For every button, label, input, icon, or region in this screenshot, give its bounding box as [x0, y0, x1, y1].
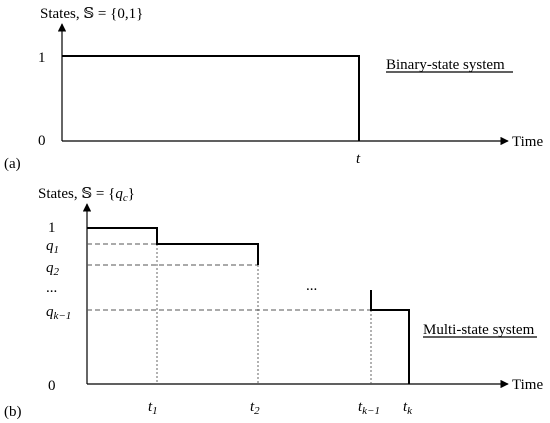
panel-a-x-axis-label: Time [512, 134, 543, 150]
panel-a-y-title-prefix: States, [40, 6, 83, 22]
panel-b-y-tick-q1-sub: 1 [54, 244, 60, 256]
panel-a-x-tick-t: t [356, 151, 361, 167]
panel-b-y-title-q: q [115, 186, 123, 202]
panel-b-x-tick-t2: t2 [250, 399, 260, 417]
panel-a-y-title-set: 𝕊 = {0,1} [83, 6, 143, 22]
panel-b-y-tick-q1-main: q [46, 238, 54, 254]
panel-b-y-tick-q2: q2 [46, 260, 60, 278]
panel-b-y-tick-1: 1 [48, 220, 56, 236]
panel-b-y-axis-title: States, 𝕊 = {qc} [38, 186, 135, 204]
panel-b-x-tick-tk1-sub: k−1 [362, 405, 380, 417]
panel-b-x-tick-tk-main: t [403, 399, 408, 415]
panel-b-x-tick-t2-main: t [250, 399, 255, 415]
panel-b-y-title-close: } [128, 186, 135, 202]
panel-b-y-title-prefix: States, [38, 186, 81, 202]
panel-b-x-tick-tk1: tk−1 [358, 399, 380, 417]
panel-b-x-tick-tk1-main: t [358, 399, 363, 415]
panel-b-x-tick-t1: t1 [148, 399, 158, 417]
panel-a-tag: (a) [4, 156, 21, 172]
panel-a-y-axis-title: States, 𝕊 = {0,1} [40, 6, 143, 22]
panel-b: States, 𝕊 = {qc} 1 q1 q2 ... qk−1 0 ... … [4, 186, 543, 420]
panel-b-x-tick-tk-sub: k [407, 405, 413, 417]
panel-b-y-tick-q2-sub: 2 [54, 266, 60, 278]
panel-b-system-label: Multi-state system [423, 322, 535, 338]
panel-b-y-tick-q2-main: q [46, 260, 54, 276]
panel-b-y-tick-ellipsis: ... [46, 280, 57, 296]
panel-b-state-step-upper [87, 227, 259, 265]
panel-a: States, 𝕊 = {0,1} 1 0 t Time Binary-stat… [4, 6, 543, 172]
panel-b-y-tick-qk1-main: q [46, 304, 54, 320]
panel-b-middle-ellipsis: ... [306, 278, 317, 294]
panel-b-y-tick-0: 0 [48, 378, 56, 394]
panel-b-y-tick-q1: q1 [46, 238, 59, 256]
panel-b-y-title-set: 𝕊 = { [81, 186, 115, 202]
panel-b-tag: (b) [4, 404, 22, 420]
panel-a-y-tick-1: 1 [38, 50, 46, 66]
panel-b-x-tick-t1-main: t [148, 399, 153, 415]
panel-b-y-tick-qk1-sub: k−1 [54, 310, 72, 322]
panel-b-x-tick-tk: tk [403, 399, 413, 417]
panel-b-x-axis-label: Time [512, 377, 543, 393]
panel-a-y-tick-0: 0 [38, 133, 46, 149]
panel-a-system-label: Binary-state system [386, 57, 505, 73]
panel-b-x-tick-t2-sub: 2 [254, 405, 260, 417]
panel-b-y-tick-qk1: qk−1 [46, 304, 71, 322]
panel-b-x-tick-t1-sub: 1 [152, 405, 158, 417]
panel-b-state-step-lower [370, 290, 410, 384]
panel-b-y-title-q-sub: c [123, 192, 128, 204]
panel-a-state-step-line [62, 55, 360, 141]
